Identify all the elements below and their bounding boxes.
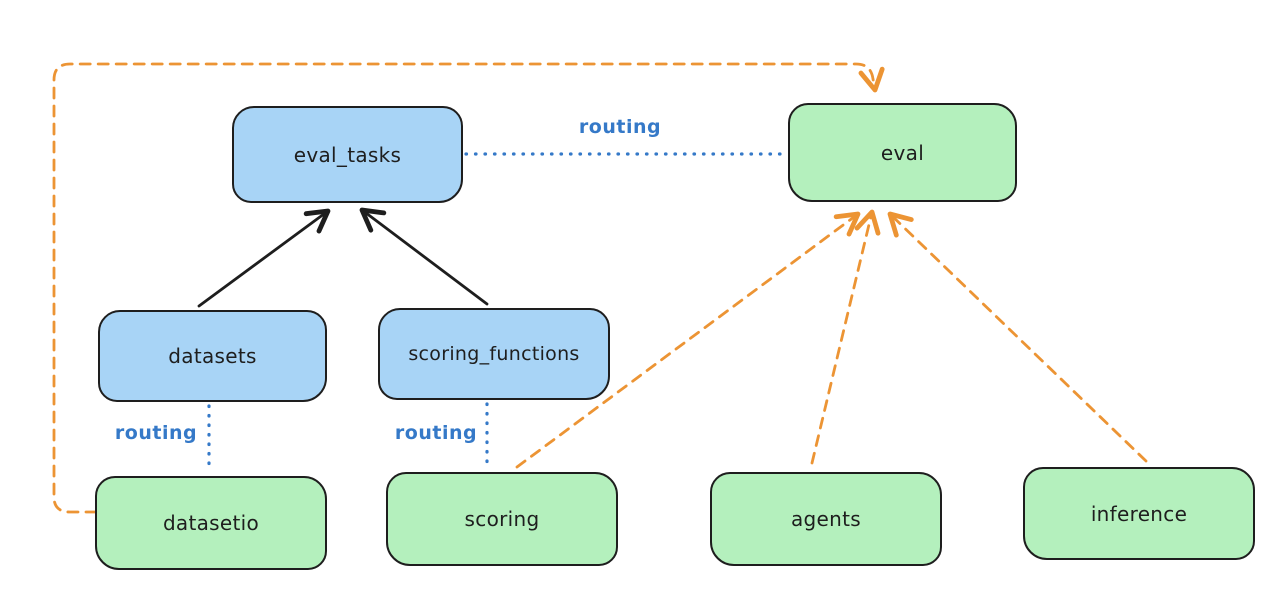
node-scoring-functions: scoring_functions	[378, 308, 610, 400]
routing-label-datasets-datasetio: routing	[114, 422, 198, 444]
routing-label-eval-tasks-eval: routing	[578, 116, 662, 138]
node-inference-label: inference	[1090, 501, 1188, 526]
node-datasets: datasets	[98, 310, 327, 402]
node-eval-label: eval	[880, 140, 925, 165]
edge-scoring-functions-to-eval-tasks	[359, 207, 489, 306]
node-scoring-functions-label: scoring_functions	[408, 343, 580, 365]
node-agents: agents	[710, 472, 942, 566]
edge-agents-to-eval	[810, 209, 881, 465]
edge-inference-to-eval	[887, 211, 1148, 463]
node-datasets-label: datasets	[168, 344, 257, 368]
routing-label-scoring-functions-scoring: routing	[394, 422, 478, 444]
node-datasetio-label: datasetio	[162, 511, 260, 535]
edge-datasets-to-eval-tasks	[197, 208, 331, 308]
node-scoring-label: scoring	[464, 507, 540, 531]
node-scoring: scoring	[386, 472, 618, 566]
node-datasetio: datasetio	[95, 476, 327, 570]
node-eval-tasks-label: eval_tasks	[293, 142, 402, 167]
node-eval: eval	[788, 103, 1017, 202]
edge-datasetio-to-eval	[52, 62, 885, 514]
node-agents-label: agents	[791, 507, 861, 531]
edge-scoring-to-eval	[515, 211, 861, 469]
node-inference: inference	[1023, 467, 1255, 560]
node-eval-tasks: eval_tasks	[232, 106, 463, 203]
